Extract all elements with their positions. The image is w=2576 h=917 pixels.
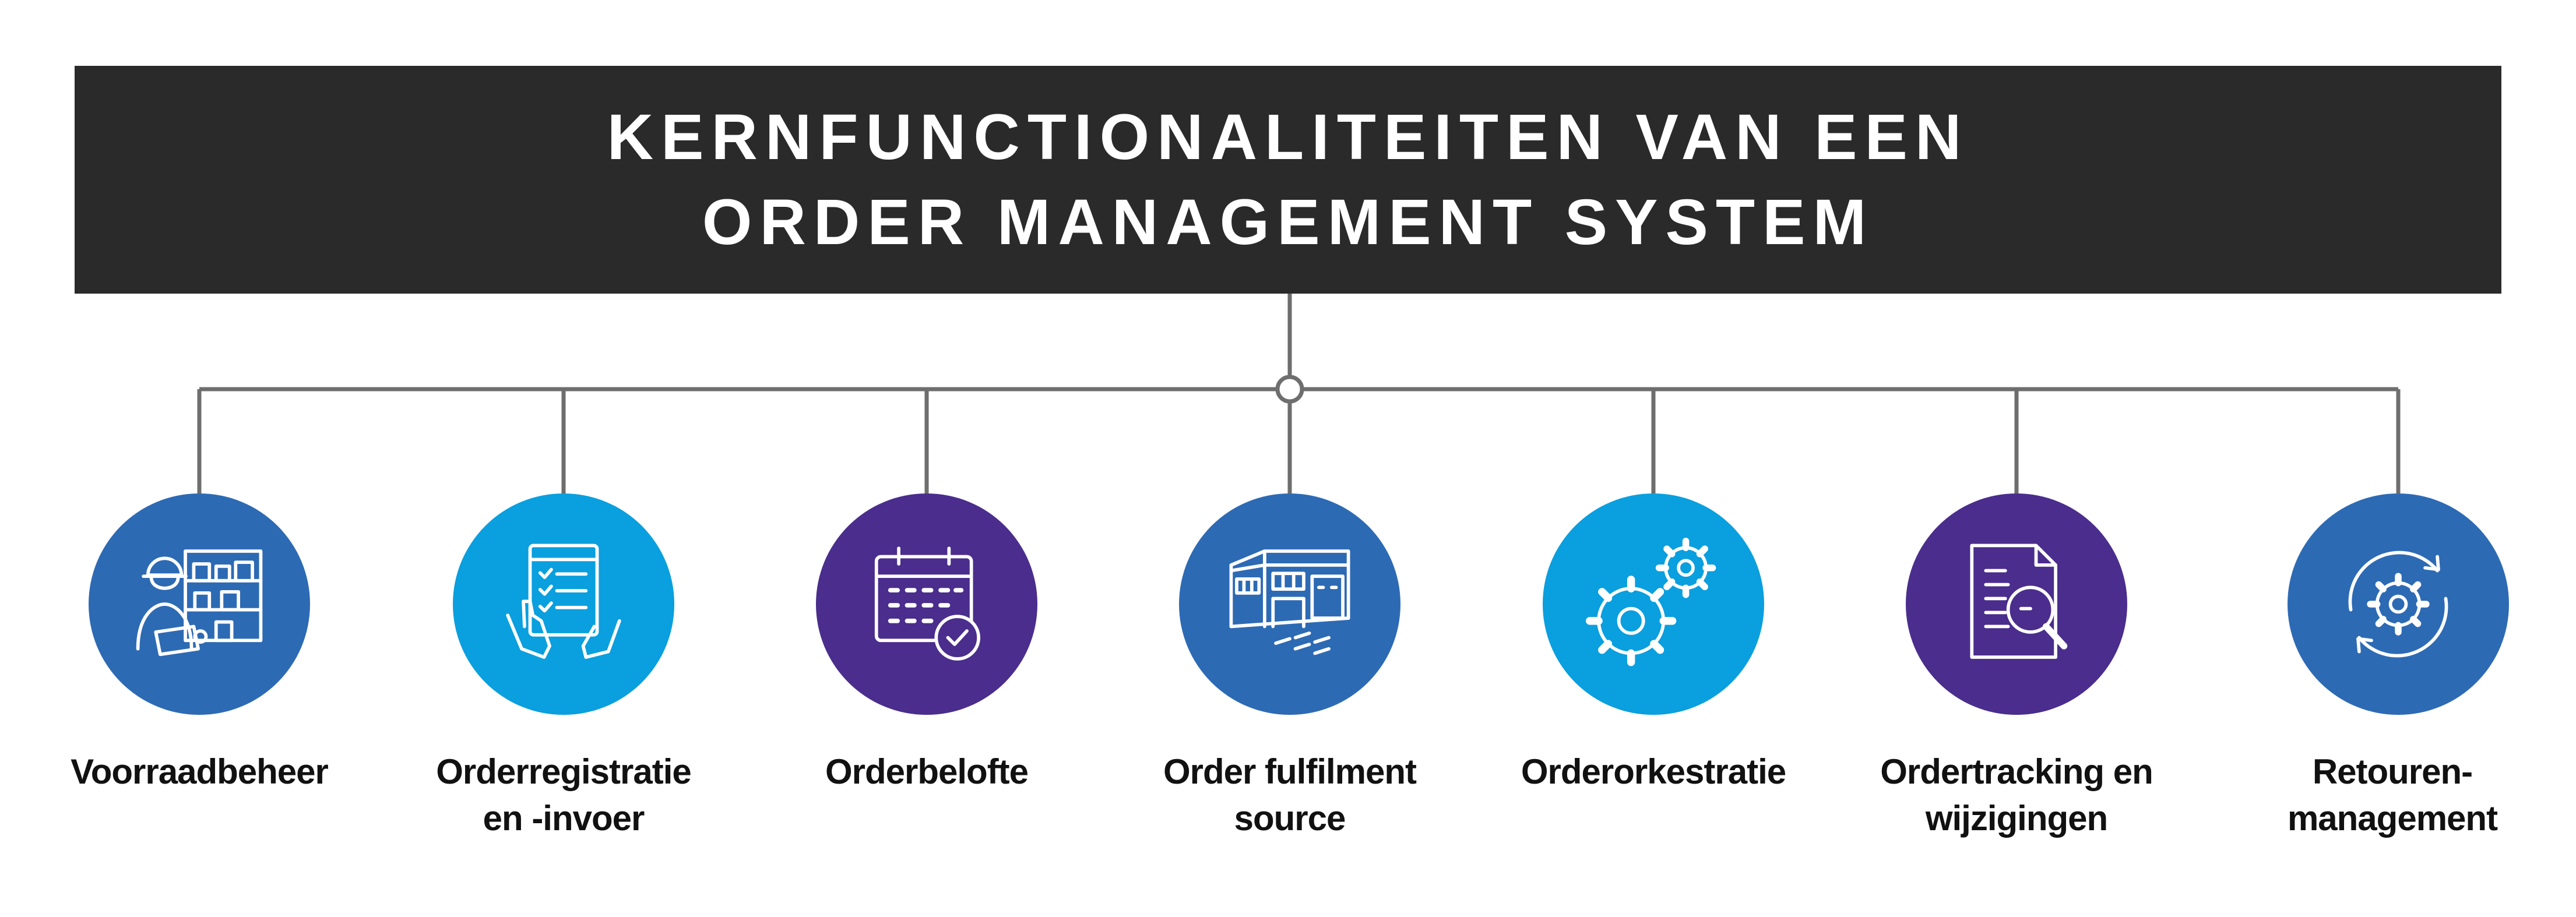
- title-line-1: KERNFUNCTIONALITEITEN VAN EEN: [607, 101, 1969, 173]
- feature-node-ordertracking: [1906, 493, 2127, 715]
- feature-label-line: Order fulfilment: [1163, 752, 1417, 791]
- feature-label-line: Retouren-: [2312, 752, 2473, 791]
- feature-label-orderorkestratie: Orderorkestratie: [1473, 749, 1834, 795]
- return-cycle-icon: [2348, 551, 2448, 658]
- fulfilment-building-icon: [1229, 549, 1350, 655]
- feature-node-orderorkestratie: [1543, 493, 1764, 715]
- feature-label-line: Orderorkestratie: [1521, 752, 1786, 791]
- feature-label-retourenmanagement: Retouren- management: [2212, 749, 2573, 842]
- feature-node-order-fulfilment: [1179, 493, 1400, 715]
- feature-node-orderregistratie: [453, 493, 674, 715]
- document-search-icon: [1970, 544, 2068, 659]
- feature-label-line: Ordertracking en: [1880, 752, 2153, 791]
- warehouse-worker-icon: [136, 549, 263, 657]
- title-line-2: ORDER MANAGEMENT SYSTEM: [702, 186, 1874, 258]
- feature-label-orderbelofte: Orderbelofte: [746, 749, 1107, 795]
- gears-icon: [1586, 537, 1716, 666]
- feature-label-line: Voorraadbeheer: [71, 752, 329, 791]
- calendar-check-icon: [874, 546, 980, 661]
- feature-label-order-fulfilment: Order fulfilment source: [1109, 749, 1470, 842]
- feature-label-voorraadbeheer: Voorraadbeheer: [19, 749, 380, 795]
- checklist-tablet-icon: [506, 544, 621, 659]
- feature-label-line: source: [1234, 799, 1346, 838]
- feature-node-orderbelofte: [816, 493, 1037, 715]
- title-bar: KERNFUNCTIONALITEITEN VAN EEN ORDER MANA…: [75, 66, 2501, 294]
- feature-label-ordertracking: Ordertracking en wijzigingen: [1836, 749, 2197, 842]
- feature-label-line: Orderbelofte: [825, 752, 1029, 791]
- feature-label-orderregistratie: Orderregistratie en -invoer: [383, 749, 744, 842]
- feature-label-line: en -invoer: [483, 799, 645, 838]
- feature-node-retourenmanagement: [2288, 493, 2509, 715]
- feature-label-line: Orderregistratie: [436, 752, 692, 791]
- hub-node: [1275, 375, 1304, 404]
- feature-node-voorraadbeheer: [89, 493, 310, 715]
- feature-label-line: management: [2287, 799, 2498, 838]
- feature-label-line: wijzigingen: [1925, 799, 2108, 838]
